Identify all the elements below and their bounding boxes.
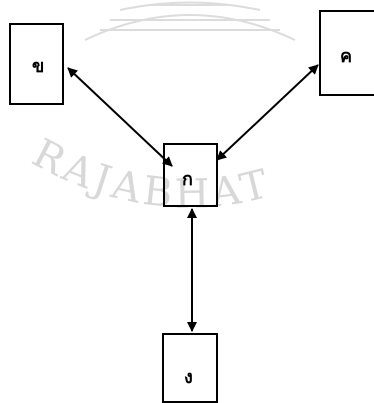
diagram-canvas: RAJABHAT ข ค ก ง: [9, 1, 374, 403]
node-box-center: ก: [163, 143, 218, 207]
node-label-bottom: ง: [184, 367, 193, 388]
edge-center-to-b: [67, 67, 173, 167]
edge-center-to-k: [216, 64, 319, 161]
node-label-center: ก: [182, 169, 193, 190]
watermark-text: RAJABHAT: [25, 130, 276, 218]
node-label-b: ข: [32, 56, 45, 77]
node-box-k: ค: [319, 10, 374, 96]
node-box-bottom: ง: [162, 333, 218, 403]
node-box-b: ข: [9, 23, 64, 105]
node-label-k: ค: [340, 46, 353, 67]
diagram-svg: RAJABHAT: [25, 1, 319, 332]
